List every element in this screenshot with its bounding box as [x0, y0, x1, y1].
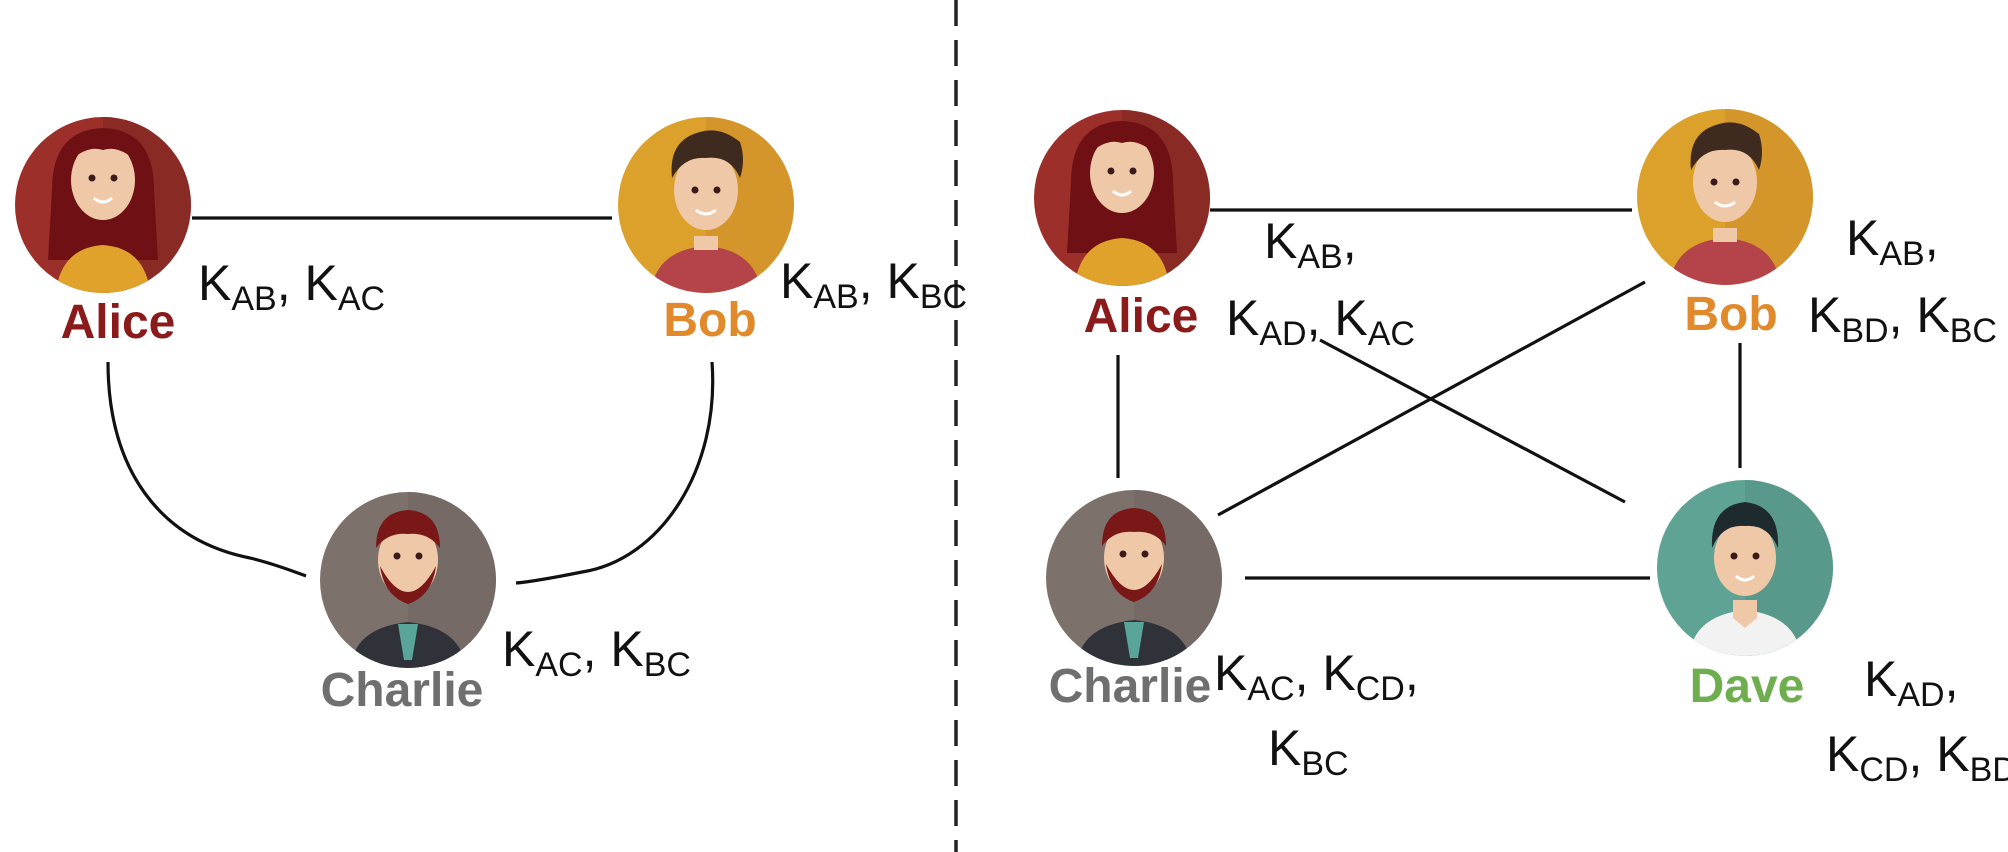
alice-keys-left: KAB, KAC [198, 255, 385, 318]
dave-avatar-right [1657, 480, 1833, 656]
bob-avatar-left [618, 117, 794, 293]
alice-name-right: Alice [1084, 290, 1199, 343]
bob-keys-right-line-1: KAB, [1846, 210, 1939, 273]
bob-name-right: Bob [1684, 288, 1777, 341]
charlie-keys-right-line-2: KBC [1268, 720, 1349, 783]
alice-keys-right-line-2: KAD, KAC [1226, 290, 1415, 353]
alice-keys-right-line-1: KAB, [1264, 213, 1357, 276]
charlie-name-left: Charlie [321, 664, 484, 717]
left-edges [106, 216, 715, 585]
alice-name-left: Alice [61, 296, 176, 349]
bob-avatar-right [1637, 109, 1813, 285]
charlie-keys-left: KAC, KBC [502, 621, 691, 684]
bob-keys-left: KAB, KBC [780, 253, 967, 316]
edge-alice-dave-right [1319, 338, 1626, 504]
right-edges [1116, 208, 1742, 580]
edge-bob-charlie-right [1217, 280, 1646, 517]
edge-bob-charlie-left [515, 361, 715, 585]
alice-avatar-right [1034, 110, 1210, 286]
edge-alice-charlie-left [106, 361, 307, 578]
charlie-avatar-right [1046, 490, 1222, 666]
charlie-name-right: Charlie [1049, 660, 1212, 713]
bob-name-left: Bob [663, 294, 756, 347]
dave-keys-right-line-2: KCD, KBD [1826, 726, 2008, 789]
dave-keys-right-line-1: KAD, [1864, 651, 1959, 714]
key-labels: KAB, KAC KAB, KBC KAC, KBC KAB, KAD, KAC KAB,… [198, 210, 2008, 789]
dave-name-right: Dave [1690, 660, 1805, 713]
charlie-avatar-left [320, 492, 496, 668]
bob-keys-right-line-2: KBD, KBC [1808, 287, 1997, 350]
alice-avatar-left [15, 117, 191, 293]
charlie-keys-right-line-1: KAC, KCD, [1214, 645, 1419, 708]
